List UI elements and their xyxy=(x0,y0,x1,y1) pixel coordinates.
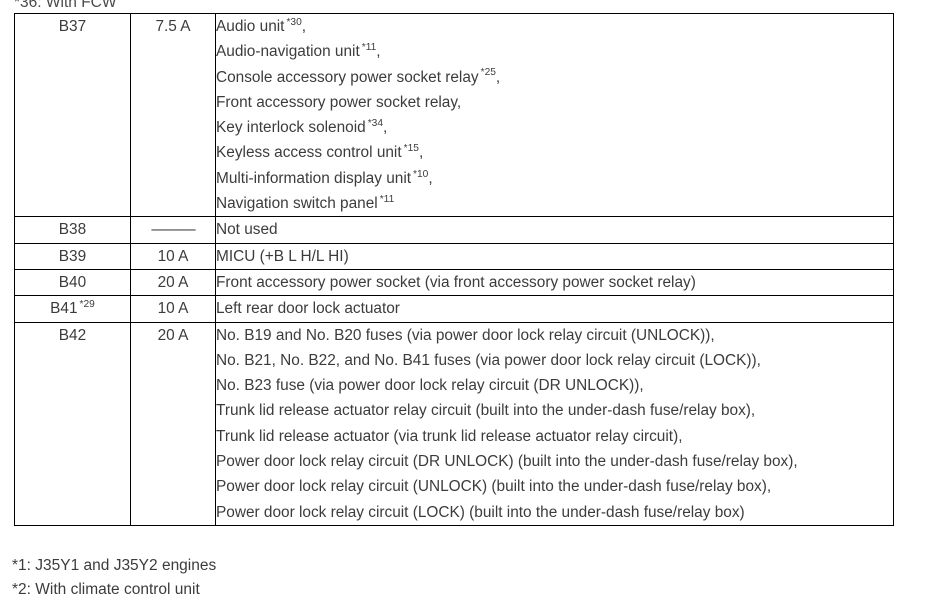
table-row: B38———Not used xyxy=(15,217,894,243)
circuit-description-line: Console accessory power socket relay*25, xyxy=(216,65,893,90)
circuit-description-line: Power door lock relay circuit (LOCK) (bu… xyxy=(216,500,893,525)
circuit-description-line: Navigation switch panel*11 xyxy=(216,191,893,216)
circuit-description-line: Not used xyxy=(216,217,893,242)
fuse-number-superscript: *29 xyxy=(80,299,95,310)
circuit-description-cell: MICU (+B L H/L HI) xyxy=(216,243,894,269)
amperage-cell: 7.5 A xyxy=(131,14,216,217)
circuit-description-cell: Left rear door lock actuator xyxy=(216,296,894,322)
fuse-number-cell: B41*29 xyxy=(15,296,131,322)
fuse-number-cell: B38 xyxy=(15,217,131,243)
circuit-description-line: Keyless access control unit*15, xyxy=(216,140,893,165)
circuit-description-line: Audio unit*30, xyxy=(216,14,893,39)
amperage-cell: 20 A xyxy=(131,269,216,295)
footnote-reference-superscript: *30 xyxy=(286,17,301,28)
circuit-description-line: Key interlock solenoid*34, xyxy=(216,115,893,140)
amperage-cell: 20 A xyxy=(131,322,216,525)
footnote-list: *1: J35Y1 and J35Y2 engines*2: With clim… xyxy=(12,554,922,601)
circuit-description-line: Power door lock relay circuit (DR UNLOCK… xyxy=(216,449,893,474)
footnote-reference-superscript: *11 xyxy=(380,194,395,205)
circuit-description-line: Multi-information display unit*10, xyxy=(216,166,893,191)
circuit-description-line: Front accessory power socket relay, xyxy=(216,90,893,115)
circuit-description-line: No. B19 and No. B20 fuses (via power doo… xyxy=(216,323,893,348)
top-partial-footnote: *36: With FCW xyxy=(14,0,116,11)
fuse-number-cell: B37 xyxy=(15,14,131,217)
circuit-description-line: Audio-navigation unit*11, xyxy=(216,39,893,64)
footnote-item: *2: With climate control unit xyxy=(12,578,922,601)
footnote-reference-superscript: *25 xyxy=(481,67,496,78)
amperage-cell: 10 A xyxy=(131,243,216,269)
circuit-description-cell: Audio unit*30,Audio-navigation unit*11,C… xyxy=(216,14,894,217)
circuit-description-line: Left rear door lock actuator xyxy=(216,296,893,321)
circuit-description-line: Power door lock relay circuit (UNLOCK) (… xyxy=(216,474,893,499)
footnote-reference-superscript: *15 xyxy=(404,143,419,154)
circuit-description-line: Trunk lid release actuator relay circuit… xyxy=(216,398,893,423)
footnote-reference-superscript: *10 xyxy=(413,169,428,180)
fuse-number-cell: B39 xyxy=(15,243,131,269)
circuit-description-cell: Front accessory power socket (via front … xyxy=(216,269,894,295)
amperage-cell: 10 A xyxy=(131,296,216,322)
circuit-description-line: No. B23 fuse (via power door lock relay … xyxy=(216,373,893,398)
fuse-number-cell: B40 xyxy=(15,269,131,295)
circuit-description-line: MICU (+B L H/L HI) xyxy=(216,244,893,269)
footnote-item: *1: J35Y1 and J35Y2 engines xyxy=(12,554,922,578)
circuit-description-line: Trunk lid release actuator (via trunk li… xyxy=(216,424,893,449)
circuit-description-line: Front accessory power socket (via front … xyxy=(216,270,893,295)
circuit-description-line: No. B21, No. B22, and No. B41 fuses (via… xyxy=(216,348,893,373)
circuit-description-cell: No. B19 and No. B20 fuses (via power doo… xyxy=(216,322,894,525)
amperage-cell: ——— xyxy=(131,217,216,243)
footnote-reference-superscript: *34 xyxy=(368,118,383,129)
footnote-reference-superscript: *11 xyxy=(362,42,377,53)
circuit-description-cell: Not used xyxy=(216,217,894,243)
fuse-number-cell: B42 xyxy=(15,322,131,525)
